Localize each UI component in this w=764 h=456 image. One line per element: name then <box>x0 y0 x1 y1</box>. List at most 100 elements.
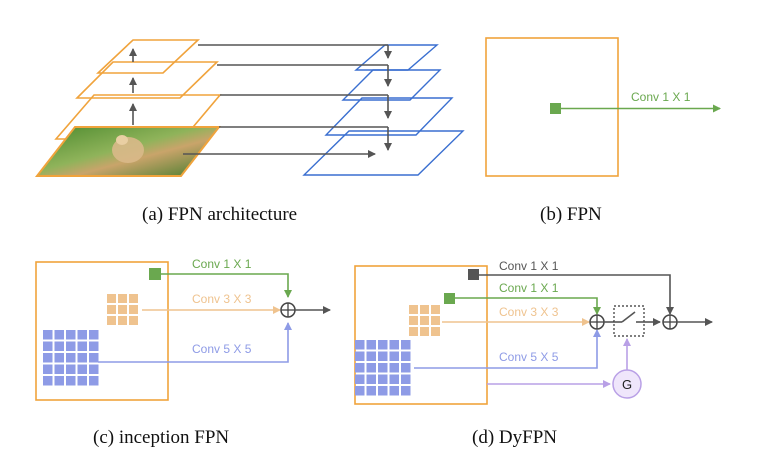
conv3-kernel-cell <box>431 316 440 325</box>
conv1-kernel-square <box>550 103 561 114</box>
conv5-kernel-cell <box>366 351 376 361</box>
conv3-kernel-grid <box>107 294 138 325</box>
conv3-kernel-cell <box>107 294 116 303</box>
panel-b-fpn: Conv 1 X 1 (b) FPN <box>485 37 721 225</box>
conv3-kernel-cell <box>431 305 440 314</box>
conv1-label: Conv 1 X 1 <box>192 257 252 271</box>
conv5-kernel-cell <box>366 363 376 373</box>
conv5-kernel-cell <box>378 386 388 396</box>
conv5-kernel-cell <box>89 341 99 351</box>
conv3-kernel-cell <box>409 316 418 325</box>
conv5-label: Conv 5 X 5 <box>499 350 559 364</box>
conv5-kernel-cell <box>54 376 64 386</box>
panel-a-fpn-architecture: (a) FPN architecture <box>34 39 465 225</box>
conv5-kernel-cell <box>378 374 388 384</box>
conv1-top-label: Conv 1 X 1 <box>499 259 559 273</box>
conv5-kernel-cell <box>43 330 53 340</box>
conv1-top-path <box>479 274 674 315</box>
conv5-kernel-cell <box>401 363 411 373</box>
conv5-kernel-cell <box>389 386 399 396</box>
conv5-kernel-cell <box>54 353 64 363</box>
conv3-kernel-cell <box>420 305 429 314</box>
conv5-kernel-cell <box>43 364 53 374</box>
conv3-kernel-cell <box>409 305 418 314</box>
left-level-4 <box>95 39 201 74</box>
conv3-kernel-cell <box>431 327 440 336</box>
switch-blade <box>621 311 636 323</box>
conv5-kernel-cell <box>378 340 388 350</box>
conv5-kernel-cell <box>54 364 64 374</box>
right-level-2 <box>324 97 454 136</box>
conv3-kernel-cell <box>118 305 127 314</box>
conv5-kernel-cell <box>43 341 53 351</box>
conv3-kernel-cell <box>129 294 138 303</box>
conv3-kernel-cell <box>129 305 138 314</box>
conv5-kernel-cell <box>66 341 76 351</box>
conv3-kernel-cell <box>129 316 138 325</box>
caption-b: (b) FPN <box>540 204 602 225</box>
conv1-label: Conv 1 X 1 <box>499 281 559 295</box>
conv3-kernel-grid <box>409 305 440 336</box>
conv1-kernel-square <box>149 268 161 280</box>
panel-d-dyfpn: G Conv 1 X 1 Conv 1 X 1 Conv 3 X 3 Conv … <box>354 259 713 448</box>
conv1-label: Conv 1 X 1 <box>631 90 691 104</box>
conv5-kernel-cell <box>66 353 76 363</box>
conv3-label: Conv 3 X 3 <box>499 305 559 319</box>
conv5-kernel-cell <box>77 376 87 386</box>
conv5-kernel-cell <box>401 374 411 384</box>
gate-label: G <box>622 377 632 392</box>
conv5-kernel-cell <box>66 330 76 340</box>
conv5-kernel-cell <box>401 340 411 350</box>
conv5-kernel-cell <box>89 376 99 386</box>
conv5-kernel-cell <box>355 340 365 350</box>
conv5-label: Conv 5 X 5 <box>192 342 252 356</box>
conv5-kernel-cell <box>389 363 399 373</box>
caption-c: (c) inception FPN <box>93 427 229 448</box>
conv5-kernel-cell <box>54 341 64 351</box>
conv5-kernel-cell <box>77 364 87 374</box>
feature-map-box <box>485 37 619 177</box>
conv5-kernel-cell <box>77 353 87 363</box>
conv3-kernel-cell <box>420 327 429 336</box>
conv5-kernel-cell <box>389 374 399 384</box>
right-level-4 <box>354 44 439 71</box>
conv3-kernel-cell <box>107 305 116 314</box>
conv5-kernel-cell <box>43 376 53 386</box>
conv5-kernel-cell <box>401 351 411 361</box>
conv3-kernel-cell <box>118 294 127 303</box>
conv5-kernel-grid <box>355 340 411 396</box>
image-subject-head <box>116 135 128 145</box>
conv5-kernel-cell <box>355 386 365 396</box>
conv5-kernel-cell <box>355 374 365 384</box>
conv5-kernel-cell <box>77 341 87 351</box>
conv3-kernel-cell <box>107 316 116 325</box>
conv1-top-kernel-square <box>468 269 479 280</box>
conv5-kernel-cell <box>89 364 99 374</box>
conv5-kernel-cell <box>389 351 399 361</box>
conv5-kernel-cell <box>355 363 365 373</box>
conv5-path <box>98 322 292 363</box>
right-level-1 <box>302 130 465 176</box>
panel-c-inception-fpn: Conv 1 X 1 Conv 3 X 3 Conv 5 X 5 (c) inc… <box>35 257 331 448</box>
conv3-label: Conv 3 X 3 <box>192 292 252 306</box>
conv5-kernel-cell <box>66 364 76 374</box>
conv5-kernel-cell <box>43 353 53 363</box>
switch-box <box>613 305 645 337</box>
conv5-kernel-cell <box>77 330 87 340</box>
conv1-path <box>161 273 292 298</box>
conv5-kernel-cell <box>366 374 376 384</box>
conv5-kernel-cell <box>89 330 99 340</box>
conv5-kernel-cell <box>366 386 376 396</box>
right-level-3 <box>341 69 442 101</box>
feature-map-box <box>35 261 169 401</box>
caption-d: (d) DyFPN <box>472 427 557 448</box>
conv5-path <box>414 329 601 369</box>
conv5-kernel-cell <box>389 340 399 350</box>
feature-map-box <box>354 265 488 405</box>
conv3-kernel-cell <box>409 327 418 336</box>
conv5-kernel-cell <box>401 386 411 396</box>
conv1-kernel-square <box>444 293 455 304</box>
conv5-kernel-cell <box>378 363 388 373</box>
conv5-kernel-cell <box>355 351 365 361</box>
conv5-kernel-cell <box>89 353 99 363</box>
